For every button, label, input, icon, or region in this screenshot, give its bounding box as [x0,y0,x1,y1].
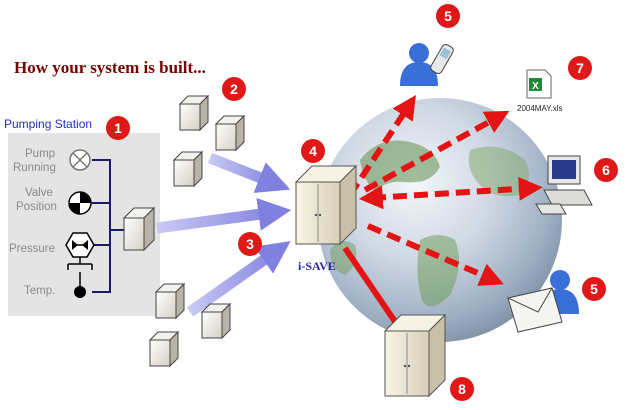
pump-running-label-2: Running [13,162,56,174]
svg-text:3: 3 [246,236,254,252]
email-user-icon [507,270,579,333]
link-to-backup-server [342,246,401,328]
svg-text:6: 6 [602,162,610,178]
isave-label: i-SAVE [298,259,336,273]
pump-icon [69,149,91,171]
svg-text:X: X [532,81,539,92]
valve-position-label-2: Position [16,201,57,213]
svg-text:1: 1 [114,120,122,136]
excel-file-icon: X [526,69,552,99]
badge-8: 8 [450,377,474,401]
phone-user-icon [400,43,454,86]
pressure-sensor-icon [65,232,95,270]
computer-icon [535,155,593,215]
badge-2: 2 [222,77,246,101]
valve-position-label-1: Valve [25,187,53,199]
temp-label: Temp. [24,285,55,297]
sensor-boxes-top [172,94,246,188]
pressure-label: Pressure [9,243,55,255]
svg-text:5: 5 [444,8,452,24]
svg-text:7: 7 [576,60,584,76]
file-name-label: 2004MAY.xls [517,104,563,113]
temperature-sensor-icon [74,272,86,298]
valve-icon [68,191,92,215]
red-data-arrows [342,94,543,328]
sensor-boxes-bottom [148,282,232,368]
isave-server [294,164,358,246]
arrow-to-email-user [366,223,504,286]
sensors-top-arrow [207,152,291,193]
badge-1: 1 [106,116,130,140]
badge-5-phone: 5 [436,4,460,28]
backup-server [383,313,447,398]
sensors-bottom-arrow [186,241,291,317]
station-controller-box [122,206,156,252]
badge-5-email: 5 [582,277,606,301]
arrow-to-computer [358,176,543,210]
badge-3: 3 [238,232,262,256]
svg-text:5: 5 [590,281,598,297]
svg-text:2: 2 [230,81,238,97]
arrow-to-phone-user [347,94,416,197]
pump-running-label-1: Pump [25,148,55,160]
svg-text:8: 8 [458,381,466,397]
page-title: How your system is built... [14,58,206,77]
badge-7: 7 [568,56,592,80]
pumping-station-panel: Pumping Station Pump Running Valve Posit… [4,117,160,316]
badge-6: 6 [594,158,618,182]
badge-4: 4 [301,139,325,163]
pumping-station-title: Pumping Station [4,117,92,131]
sensor-wiring [92,159,124,293]
blue-data-arrows [156,152,292,317]
svg-text:4: 4 [309,143,317,159]
station-arrow [156,197,292,234]
